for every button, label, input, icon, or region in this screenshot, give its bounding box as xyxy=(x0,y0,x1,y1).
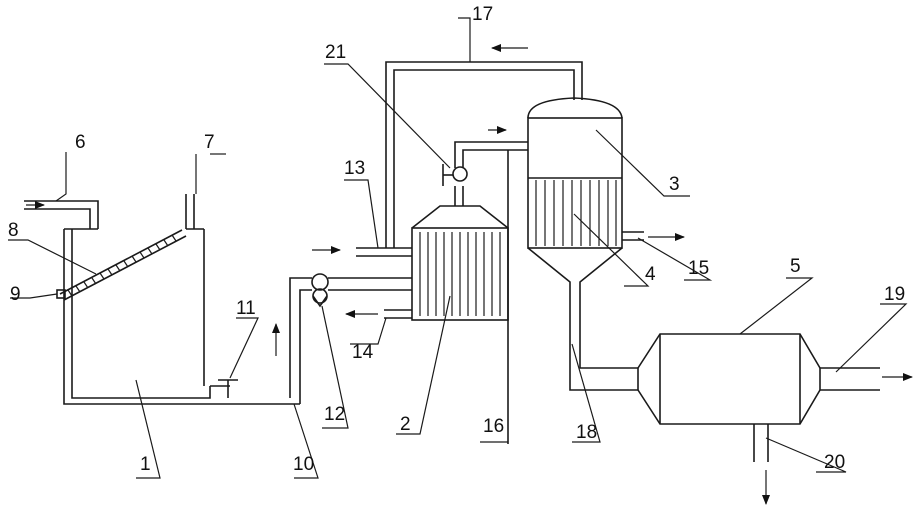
bottom-valve-11 xyxy=(218,380,238,398)
label-20: 20 xyxy=(824,452,845,473)
label-11: 11 xyxy=(236,298,256,319)
separator-5 xyxy=(638,334,820,424)
label-16: 16 xyxy=(483,416,504,437)
label-8: 8 xyxy=(8,220,19,241)
label-2: 2 xyxy=(400,414,411,435)
label-14: 14 xyxy=(352,342,374,363)
label-4: 4 xyxy=(645,264,656,285)
vent-pipe-7 xyxy=(186,194,194,229)
label-12: 12 xyxy=(324,404,345,425)
label-5: 5 xyxy=(790,256,801,277)
label-7: 7 xyxy=(204,132,215,153)
tank-1 xyxy=(64,229,300,404)
label-13: 13 xyxy=(344,158,365,179)
outlet-15 xyxy=(622,232,684,240)
label-1: 1 xyxy=(140,454,151,475)
pipe-10 xyxy=(276,278,312,404)
label-17: 17 xyxy=(472,4,493,25)
label-21: 21 xyxy=(325,42,346,63)
outlet-20 xyxy=(754,424,768,504)
label-9: 9 xyxy=(10,284,21,305)
pipe-14 xyxy=(346,310,412,318)
valve-21 xyxy=(443,130,528,186)
label-3: 3 xyxy=(669,174,680,195)
label-15: 15 xyxy=(688,258,709,279)
label-10: 10 xyxy=(293,454,314,475)
feed-pipe-6 xyxy=(24,201,98,229)
label-6: 6 xyxy=(75,132,86,153)
label-19: 19 xyxy=(884,284,905,305)
pump-12 xyxy=(312,274,412,306)
heat-exchanger-2 xyxy=(412,186,508,320)
leader-lines xyxy=(8,18,906,478)
outlet-19 xyxy=(820,368,912,390)
pipe-13 xyxy=(312,248,412,256)
label-18: 18 xyxy=(576,422,597,443)
recycle-pipe-17 xyxy=(386,48,582,248)
evaporator-vessel-3 xyxy=(528,98,638,390)
